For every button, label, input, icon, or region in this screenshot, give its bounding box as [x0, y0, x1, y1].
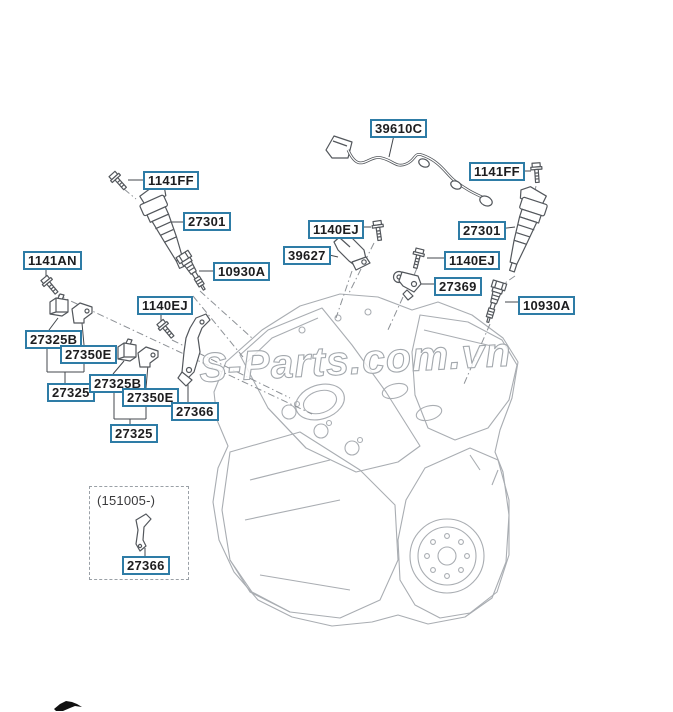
leader-lines: [45, 134, 531, 556]
ignition-coil-left-drawing: [139, 184, 185, 269]
part-label-1140ej-right[interactable]: 1140EJ: [444, 251, 500, 270]
bracket-1-drawing: [71, 302, 93, 324]
spark-plug-right-drawing: [485, 279, 508, 324]
note-bracket-27366-drawing: [135, 513, 152, 552]
bolt-1140ej-mid-icon: [371, 219, 384, 242]
part-label-27301-right[interactable]: 27301: [458, 221, 506, 240]
part-label-27350e-2[interactable]: 27350E: [122, 388, 179, 407]
engine-illustration: [212, 293, 519, 627]
part-label-1140ej-mid[interactable]: 1140EJ: [308, 220, 364, 239]
bracket-2-drawing: [137, 346, 159, 368]
part-label-1141an[interactable]: 1141AN: [23, 251, 82, 270]
part-label-1141ff-right[interactable]: 1141FF: [469, 162, 525, 181]
part-label-10930a-left[interactable]: 10930A: [213, 262, 271, 281]
part-label-27366[interactable]: 27366: [171, 402, 219, 421]
part-label-27366-note[interactable]: 27366: [122, 556, 170, 575]
part-label-39610c[interactable]: 39610C: [370, 119, 428, 138]
brand-swoosh-icon: [54, 701, 82, 711]
bolt-1141an-icon: [40, 274, 59, 295]
part-label-27350e-1[interactable]: 27350E: [60, 345, 117, 364]
bolt-1140ej-left-icon: [156, 318, 175, 339]
production-date-note-box: (151005-) 27366: [89, 486, 189, 580]
bracket-27366-drawing: [177, 313, 211, 387]
condenser-2-drawing: [117, 338, 137, 362]
ignition-coil-right-drawing: [508, 186, 548, 273]
part-label-27325b-1[interactable]: 27325B: [25, 330, 83, 349]
part-label-27325-1[interactable]: 27325: [47, 383, 95, 402]
spark-plug-left-drawing: [175, 249, 206, 291]
dashed-center-lines: [57, 185, 537, 415]
part-label-27301-left[interactable]: 27301: [183, 212, 231, 231]
part-label-10930a-right[interactable]: 10930A: [518, 296, 576, 315]
condenser-1-drawing: [49, 293, 69, 317]
sensor-27369-drawing: [392, 270, 422, 301]
part-label-1140ej-left[interactable]: 1140EJ: [137, 296, 193, 315]
bolt-1140ej-right-icon: [412, 247, 425, 269]
part-label-27325-2[interactable]: 27325: [110, 424, 158, 443]
harness-39610c-drawing: [325, 135, 493, 207]
part-label-39627[interactable]: 39627: [283, 246, 331, 265]
part-label-27369[interactable]: 27369: [434, 277, 482, 296]
part-label-1141ff-left[interactable]: 1141FF: [143, 171, 199, 190]
bolt-1141ff-left-icon: [108, 170, 127, 191]
bolt-1141ff-right-icon: [530, 162, 543, 184]
production-date-caption: (151005-): [97, 493, 156, 508]
